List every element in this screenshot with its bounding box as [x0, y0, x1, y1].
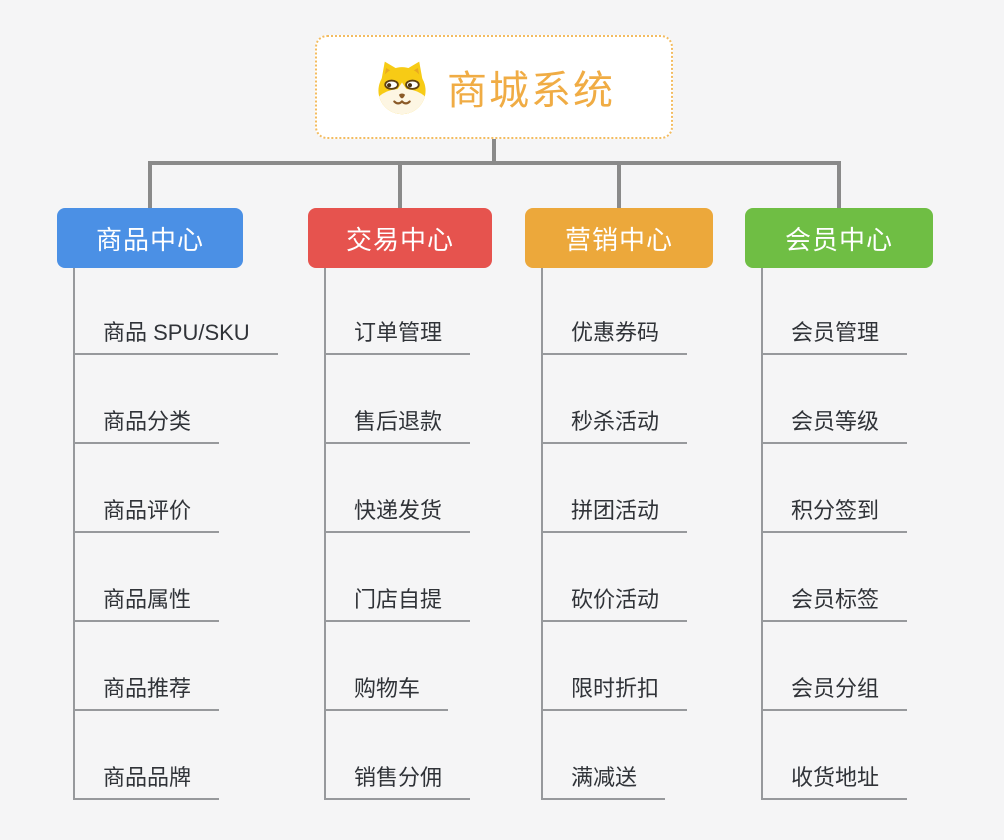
leaf-node[interactable]: 订单管理	[324, 315, 471, 355]
leaf-node[interactable]: 售后退款	[324, 404, 471, 444]
shiba-dog-icon	[373, 58, 431, 116]
connector-drop-trade	[398, 161, 402, 209]
leaf-node[interactable]: 秒杀活动	[541, 404, 688, 444]
branch-node-goods-center[interactable]: 商品中心	[57, 208, 243, 268]
branch-node-trade-center[interactable]: 交易中心	[308, 208, 492, 268]
connector-column-line	[73, 268, 75, 800]
leaf-node[interactable]: 购物车	[324, 671, 449, 711]
branch-label: 会员中心	[784, 224, 893, 255]
connector-column-line	[541, 268, 543, 800]
leaf-node[interactable]: 砍价活动	[541, 582, 688, 622]
connector-horizontal-bar	[148, 161, 841, 165]
leaf-node[interactable]: 商品属性	[73, 582, 220, 622]
leaf-node[interactable]: 商品 SPU/SKU	[73, 315, 278, 355]
connector-column-line	[761, 268, 763, 800]
connector-drop-marketing	[617, 161, 621, 209]
leaf-node[interactable]: 会员管理	[761, 315, 908, 355]
leaf-node[interactable]: 商品品牌	[73, 760, 220, 800]
branch-label: 营销中心	[564, 224, 673, 255]
leaf-node[interactable]: 会员标签	[761, 582, 908, 622]
connector-drop-member	[837, 161, 841, 209]
leaf-node[interactable]: 限时折扣	[541, 671, 688, 711]
leaf-node[interactable]: 会员等级	[761, 404, 908, 444]
leaf-node[interactable]: 积分签到	[761, 493, 908, 533]
branch-node-marketing-center[interactable]: 营销中心	[525, 208, 713, 268]
branch-label: 商品中心	[95, 224, 204, 255]
leaf-node[interactable]: 门店自提	[324, 582, 471, 622]
leaf-node[interactable]: 满减送	[541, 760, 666, 800]
root-node[interactable]: 商城系统	[315, 35, 673, 139]
connector-column-line	[324, 268, 326, 800]
leaf-node[interactable]: 商品分类	[73, 404, 220, 444]
leaf-node[interactable]: 会员分组	[761, 671, 908, 711]
leaf-node[interactable]: 优惠券码	[541, 315, 688, 355]
leaf-node[interactable]: 商品推荐	[73, 671, 220, 711]
leaf-node[interactable]: 拼团活动	[541, 493, 688, 533]
leaf-node[interactable]: 收货地址	[761, 760, 908, 800]
connector-drop-goods	[148, 161, 152, 209]
branch-label: 交易中心	[345, 224, 454, 255]
branch-node-member-center[interactable]: 会员中心	[745, 208, 933, 268]
root-title: 商城系统	[447, 69, 615, 113]
leaf-node[interactable]: 商品评价	[73, 493, 220, 533]
connector-root-stem	[492, 139, 496, 163]
leaf-node[interactable]: 快递发货	[324, 493, 471, 533]
leaf-node[interactable]: 销售分佣	[324, 760, 471, 800]
